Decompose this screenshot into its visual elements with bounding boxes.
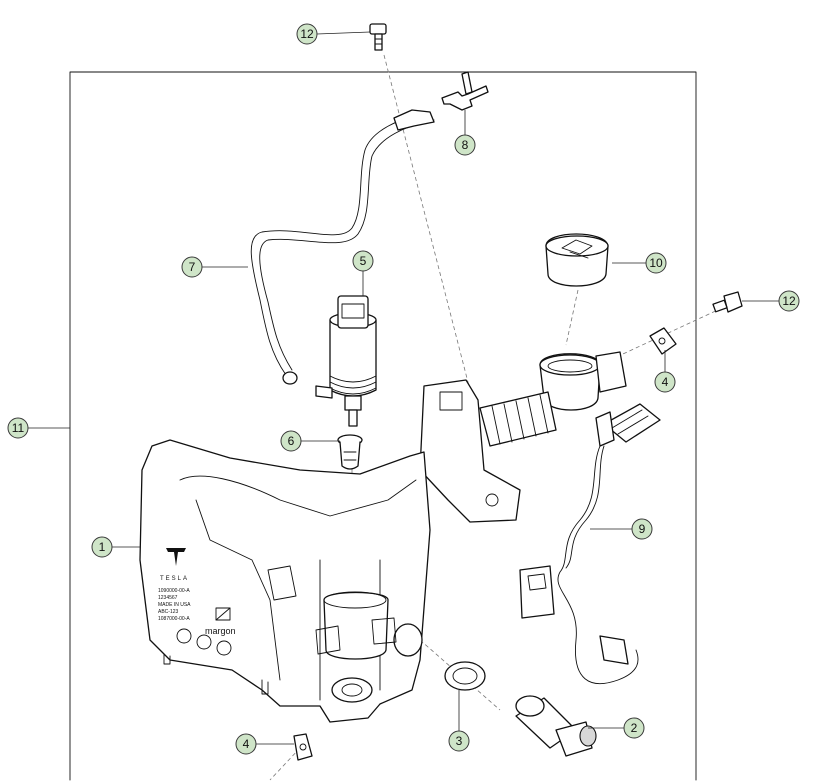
callout-label: 4: [243, 737, 250, 751]
callout-label: 5: [360, 254, 367, 268]
callout-bubble: [91, 536, 113, 558]
callout-8: 8: [454, 134, 476, 156]
callout-label: 11: [12, 421, 25, 435]
callout-3: 3: [448, 730, 470, 752]
callout-4-right: 4: [654, 371, 676, 393]
callout-12-top: 12: [296, 23, 318, 45]
callout-bubble: [296, 23, 318, 45]
callout-4-bottom: 4: [235, 733, 257, 755]
assembly-boundary-box: [69, 71, 697, 781]
callout-bubble: [352, 250, 374, 272]
callout-bubble: [235, 733, 257, 755]
callout-bubble: [454, 134, 476, 156]
callout-label: 1: [99, 540, 106, 554]
level-sensor: [515, 695, 597, 757]
callout-bubble: [448, 730, 470, 752]
callout-label: 6: [288, 434, 295, 448]
tank-code-line-2: 1234567: [158, 595, 178, 601]
washer-pump: [315, 295, 377, 427]
callout-10: 10: [645, 252, 667, 274]
tank-code-line-5: 1087000-00-A: [158, 616, 190, 622]
tank-code-line-1: 1090000-00-A: [158, 588, 190, 594]
tee-connector: [441, 71, 489, 111]
bolt-top: [369, 23, 387, 51]
tank-code-line-4: ABC-123: [158, 609, 179, 615]
callout-11: 11: [7, 417, 29, 439]
maker-logo-box: [215, 607, 231, 621]
grommet-small: [337, 434, 363, 470]
callout-label: 8: [462, 138, 469, 152]
callout-bubble: [181, 256, 203, 278]
callout-bubble: [654, 371, 676, 393]
wiring-harness: [519, 403, 661, 684]
callout-2: 2: [623, 717, 645, 739]
callout-label: 4: [662, 375, 669, 389]
tesla-logo: [166, 548, 186, 566]
callout-label: 3: [456, 734, 463, 748]
callout-12-right: 12: [778, 290, 800, 312]
callout-label: 12: [782, 294, 796, 308]
tank-maker-marking: margon: [205, 626, 236, 636]
bolt-right: [712, 291, 743, 313]
callout-label: 2: [631, 721, 638, 735]
grommet-large: [444, 661, 486, 691]
callout-5: 5: [352, 250, 374, 272]
tank-brand-marking: TESLA: [160, 576, 189, 582]
callout-bubble: [631, 518, 653, 540]
callout-label: 9: [639, 522, 646, 536]
reservoir-cap: [545, 233, 609, 287]
callout-9: 9: [631, 518, 653, 540]
callout-7: 7: [181, 256, 203, 278]
reservoir-tank: TESLA 1090000-00-A 1234567 MADE IN USA A…: [139, 351, 627, 723]
callout-label: 12: [300, 27, 314, 41]
callout-bubble: [623, 717, 645, 739]
callout-leaders: [28, 31, 779, 745]
callout-label: 7: [189, 260, 196, 274]
callout-bubble: [778, 290, 800, 312]
clip-nut-bottom: [293, 733, 313, 761]
callout-bubble: [280, 430, 302, 452]
tank-code-line-3: MADE IN USA: [158, 602, 191, 608]
callout-6: 6: [280, 430, 302, 452]
hose: [250, 109, 435, 385]
callout-1: 1: [91, 536, 113, 558]
callout-label: 10: [649, 256, 663, 270]
callout-bubble: [7, 417, 29, 439]
callout-bubble: [645, 252, 667, 274]
clip-nut-right: [649, 327, 677, 355]
